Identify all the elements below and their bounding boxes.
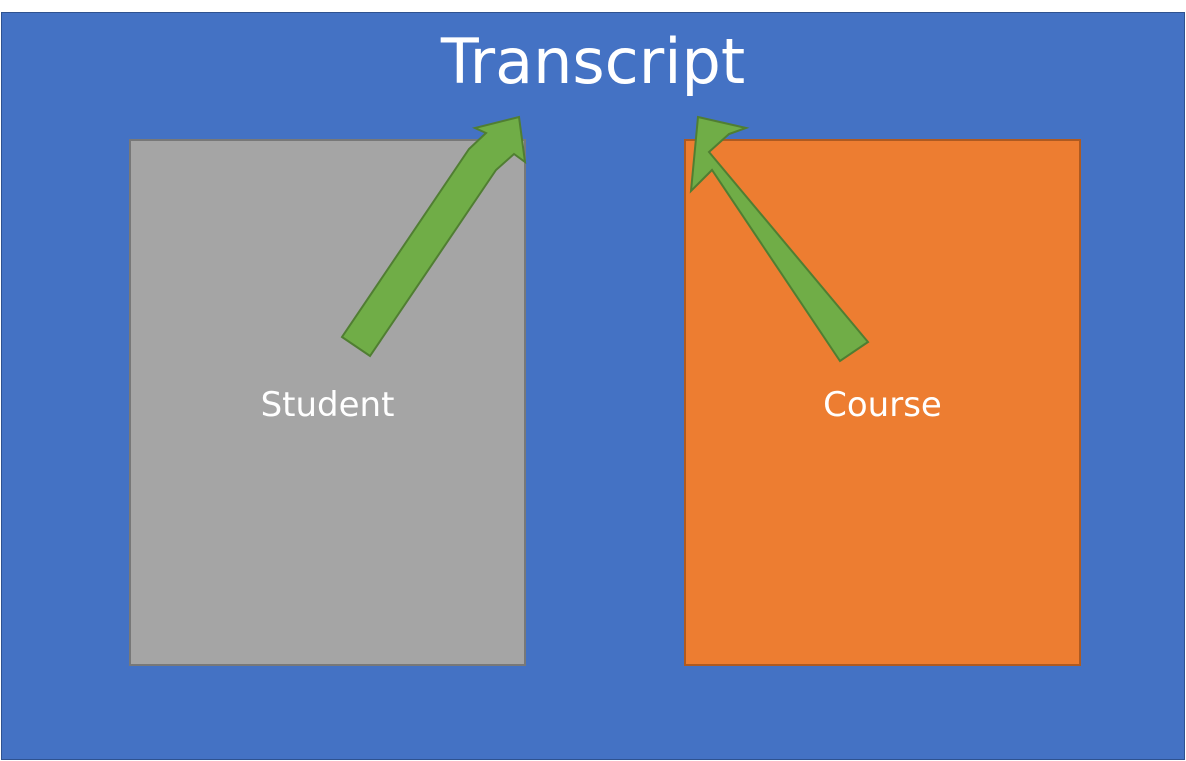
- course-to-transcript-arrow: [689, 115, 870, 363]
- transcript-title: Transcript: [440, 25, 746, 98]
- student-box: Student: [129, 139, 526, 666]
- student-label: Student: [260, 385, 395, 425]
- course-label: Course: [823, 385, 942, 425]
- student-to-transcript-arrow: [340, 115, 527, 358]
